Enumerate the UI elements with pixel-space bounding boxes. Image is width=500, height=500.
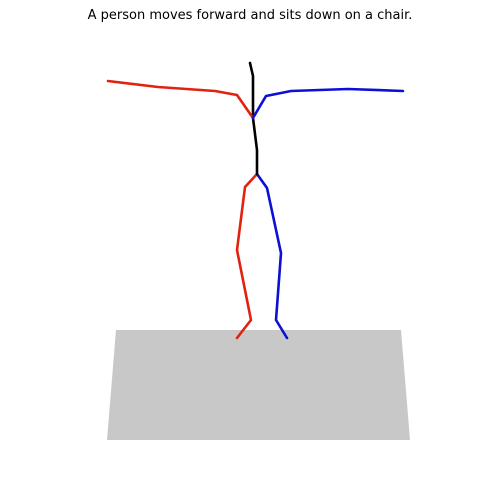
right-leg bbox=[235, 172, 259, 340]
ground-plane bbox=[107, 330, 410, 440]
left-leg bbox=[255, 172, 289, 340]
right-arm bbox=[106, 79, 255, 120]
stick-figure bbox=[106, 61, 405, 340]
scene-caption: A person moves forward and sits down on … bbox=[87, 8, 413, 23]
left-arm bbox=[251, 87, 405, 120]
